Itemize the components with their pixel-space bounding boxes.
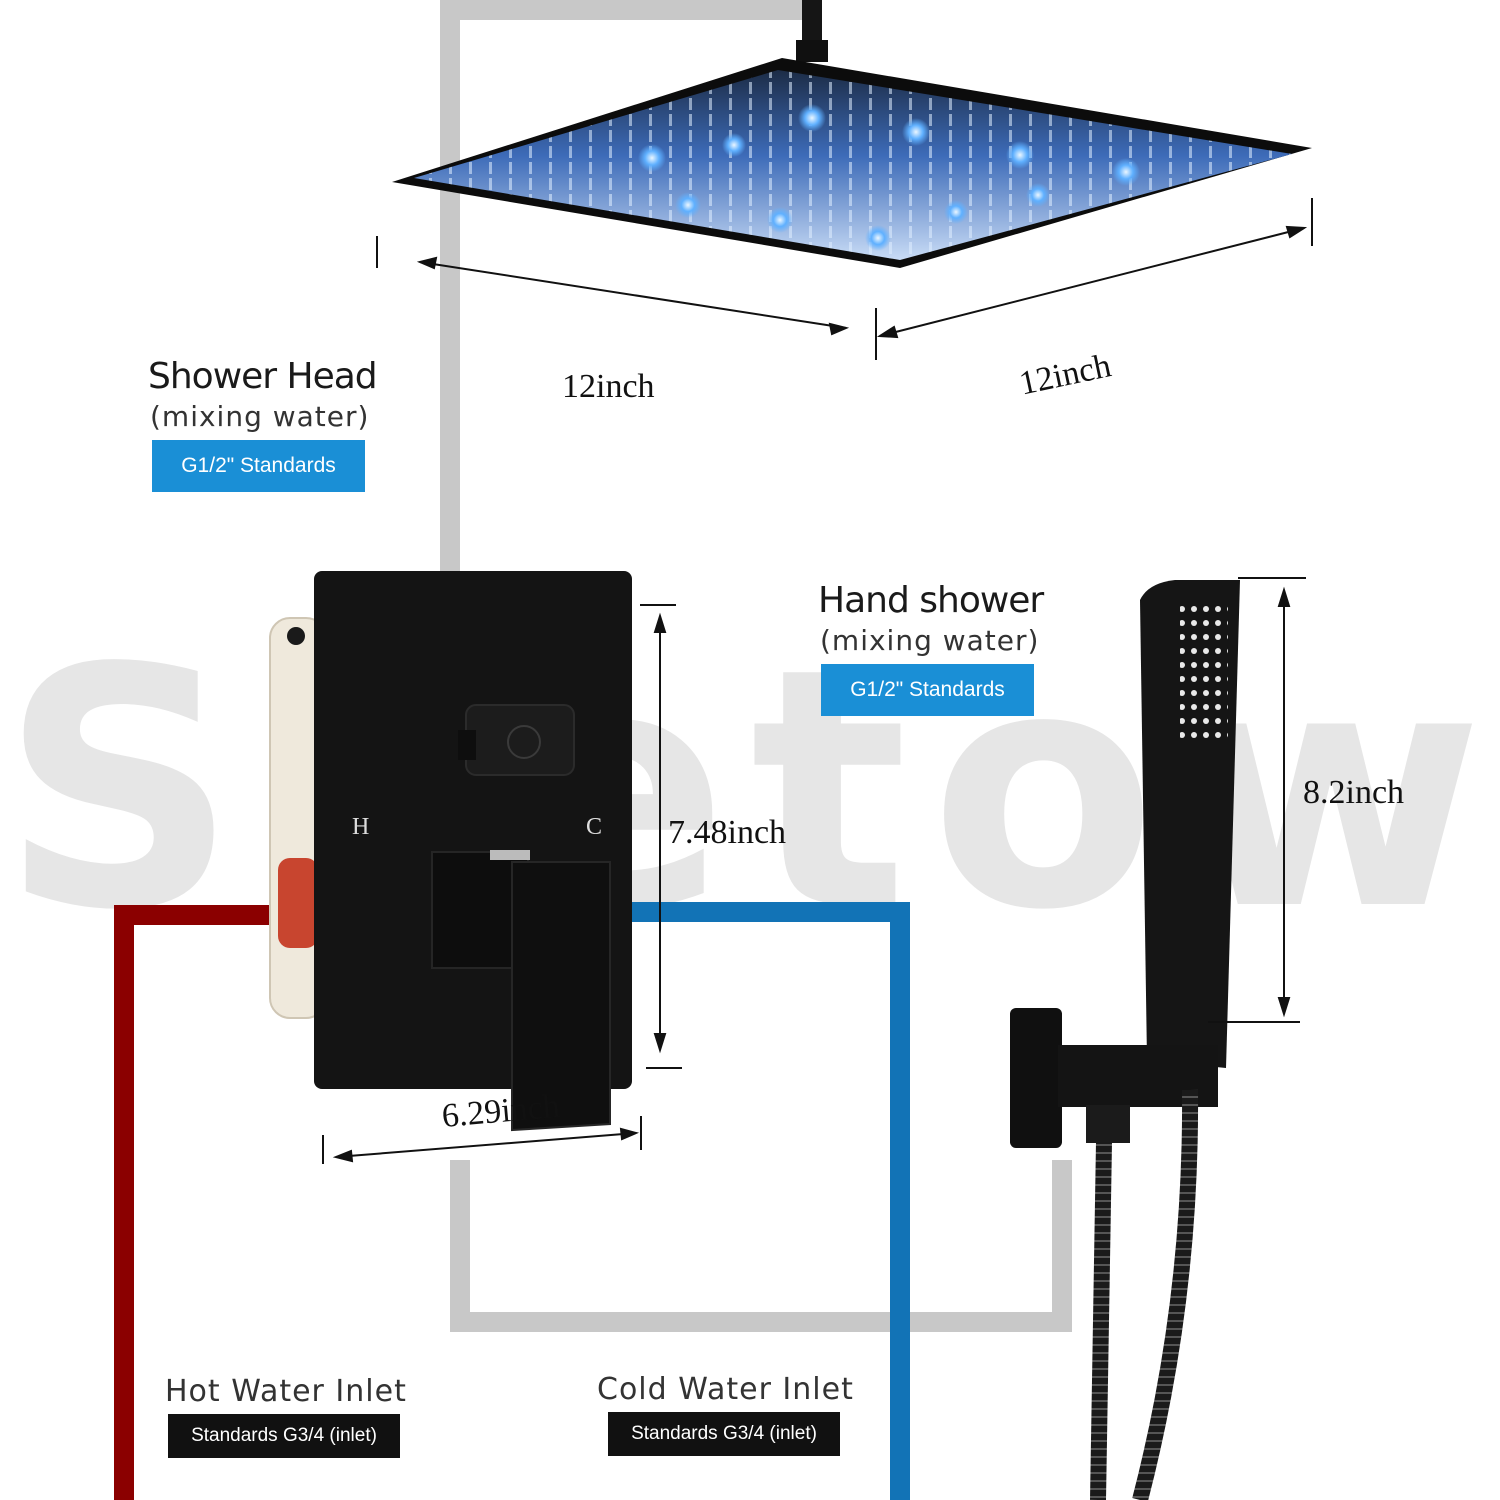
cold-mark: C	[586, 814, 603, 840]
valve-dimension-lines	[322, 604, 682, 1164]
hand-shower-subtitle: (mixing water)	[820, 624, 1040, 657]
frame-pipe	[440, 0, 1072, 1332]
hand-shower-title: Hand shower	[818, 580, 1044, 621]
valve-height-label: 7.48inch	[668, 814, 787, 851]
hand-length-label: 8.2inch	[1303, 774, 1405, 811]
hot-inlet-title: Hot Water Inlet	[165, 1374, 407, 1409]
hand-shower	[1010, 580, 1240, 1500]
valve-trim-plate	[314, 571, 632, 1132]
hot-mark: H	[352, 814, 370, 840]
hot-water-pipe	[114, 905, 278, 1500]
cold-water-pipe	[632, 902, 910, 1500]
shower-head-standard-badge: G1/2" Standards	[152, 440, 365, 492]
head-width-label: 12inch	[562, 368, 655, 405]
head-dimension-lines	[376, 198, 1313, 360]
hand-shower-standard-badge: G1/2" Standards	[821, 664, 1034, 716]
hand-dimension-lines	[1208, 577, 1306, 1023]
shower-head-title: Shower Head	[148, 356, 378, 397]
cold-inlet-title: Cold Water Inlet	[597, 1372, 854, 1407]
hot-inlet-standard-badge: Standards G3/4 (inlet)	[168, 1414, 400, 1458]
shower-head-subtitle: (mixing water)	[150, 400, 370, 433]
rain-shower-head	[392, 0, 1312, 268]
cold-inlet-standard-badge: Standards G3/4 (inlet)	[608, 1412, 840, 1456]
